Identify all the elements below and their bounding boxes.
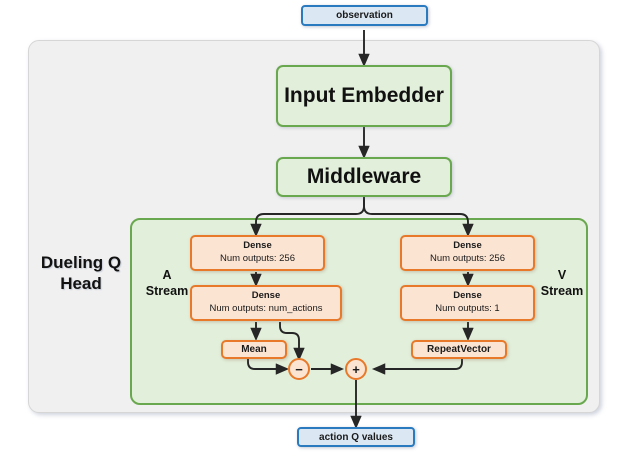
operator-add-symbol: +	[352, 361, 360, 377]
node-mean-title: Mean	[241, 343, 267, 355]
node-input-embedder-label: Input Embedder	[284, 84, 444, 107]
node-a-dense-2-title: Dense	[251, 290, 281, 302]
operator-subtract-symbol: −	[295, 361, 303, 377]
node-observation[interactable]: observation	[301, 5, 428, 26]
node-mean[interactable]: Mean	[221, 340, 287, 359]
a-stream-label-line1: A	[162, 268, 172, 282]
node-a-dense-1-title: Dense	[243, 240, 272, 252]
a-stream-label: A Stream	[139, 268, 195, 299]
node-v-dense-2-sub: Num outputs: 1	[435, 303, 500, 314]
node-middleware[interactable]: Middleware	[276, 157, 452, 197]
node-action-q-values-label: action Q values	[319, 431, 393, 443]
node-repeat-vector[interactable]: RepeatVector	[411, 340, 507, 359]
node-a-dense-1[interactable]: Dense Num outputs: 256	[190, 235, 325, 271]
node-action-q-values[interactable]: action Q values	[297, 427, 415, 447]
a-stream-label-line2: Stream	[145, 283, 189, 298]
node-middleware-label: Middleware	[306, 165, 422, 188]
node-a-dense-2[interactable]: Dense Num outputs: num_actions	[190, 285, 342, 321]
node-v-dense-1-sub: Num outputs: 256	[430, 253, 505, 264]
node-repeat-vector-title: RepeatVector	[427, 343, 491, 355]
dueling-q-head-label-line1: Dueling Q	[40, 253, 122, 272]
node-v-dense-1-title: Dense	[453, 240, 482, 252]
node-observation-label: observation	[336, 10, 393, 21]
node-v-dense-1[interactable]: Dense Num outputs: 256	[400, 235, 535, 271]
dueling-q-head-label: Dueling Q Head	[34, 252, 128, 295]
v-stream-label-line1: V	[557, 268, 567, 282]
node-v-dense-2[interactable]: Dense Num outputs: 1	[400, 285, 535, 321]
v-stream-label: V Stream	[534, 268, 590, 299]
node-a-dense-2-sub: Num outputs: num_actions	[209, 303, 323, 314]
node-input-embedder[interactable]: Input Embedder	[276, 65, 452, 127]
operator-subtract[interactable]: −	[288, 358, 310, 380]
dueling-q-head-label-line2: Head	[60, 274, 102, 294]
node-a-dense-1-sub: Num outputs: 256	[220, 253, 295, 264]
v-stream-label-line2: Stream	[540, 283, 584, 298]
operator-add[interactable]: +	[345, 358, 367, 380]
node-v-dense-2-title: Dense	[453, 290, 482, 302]
